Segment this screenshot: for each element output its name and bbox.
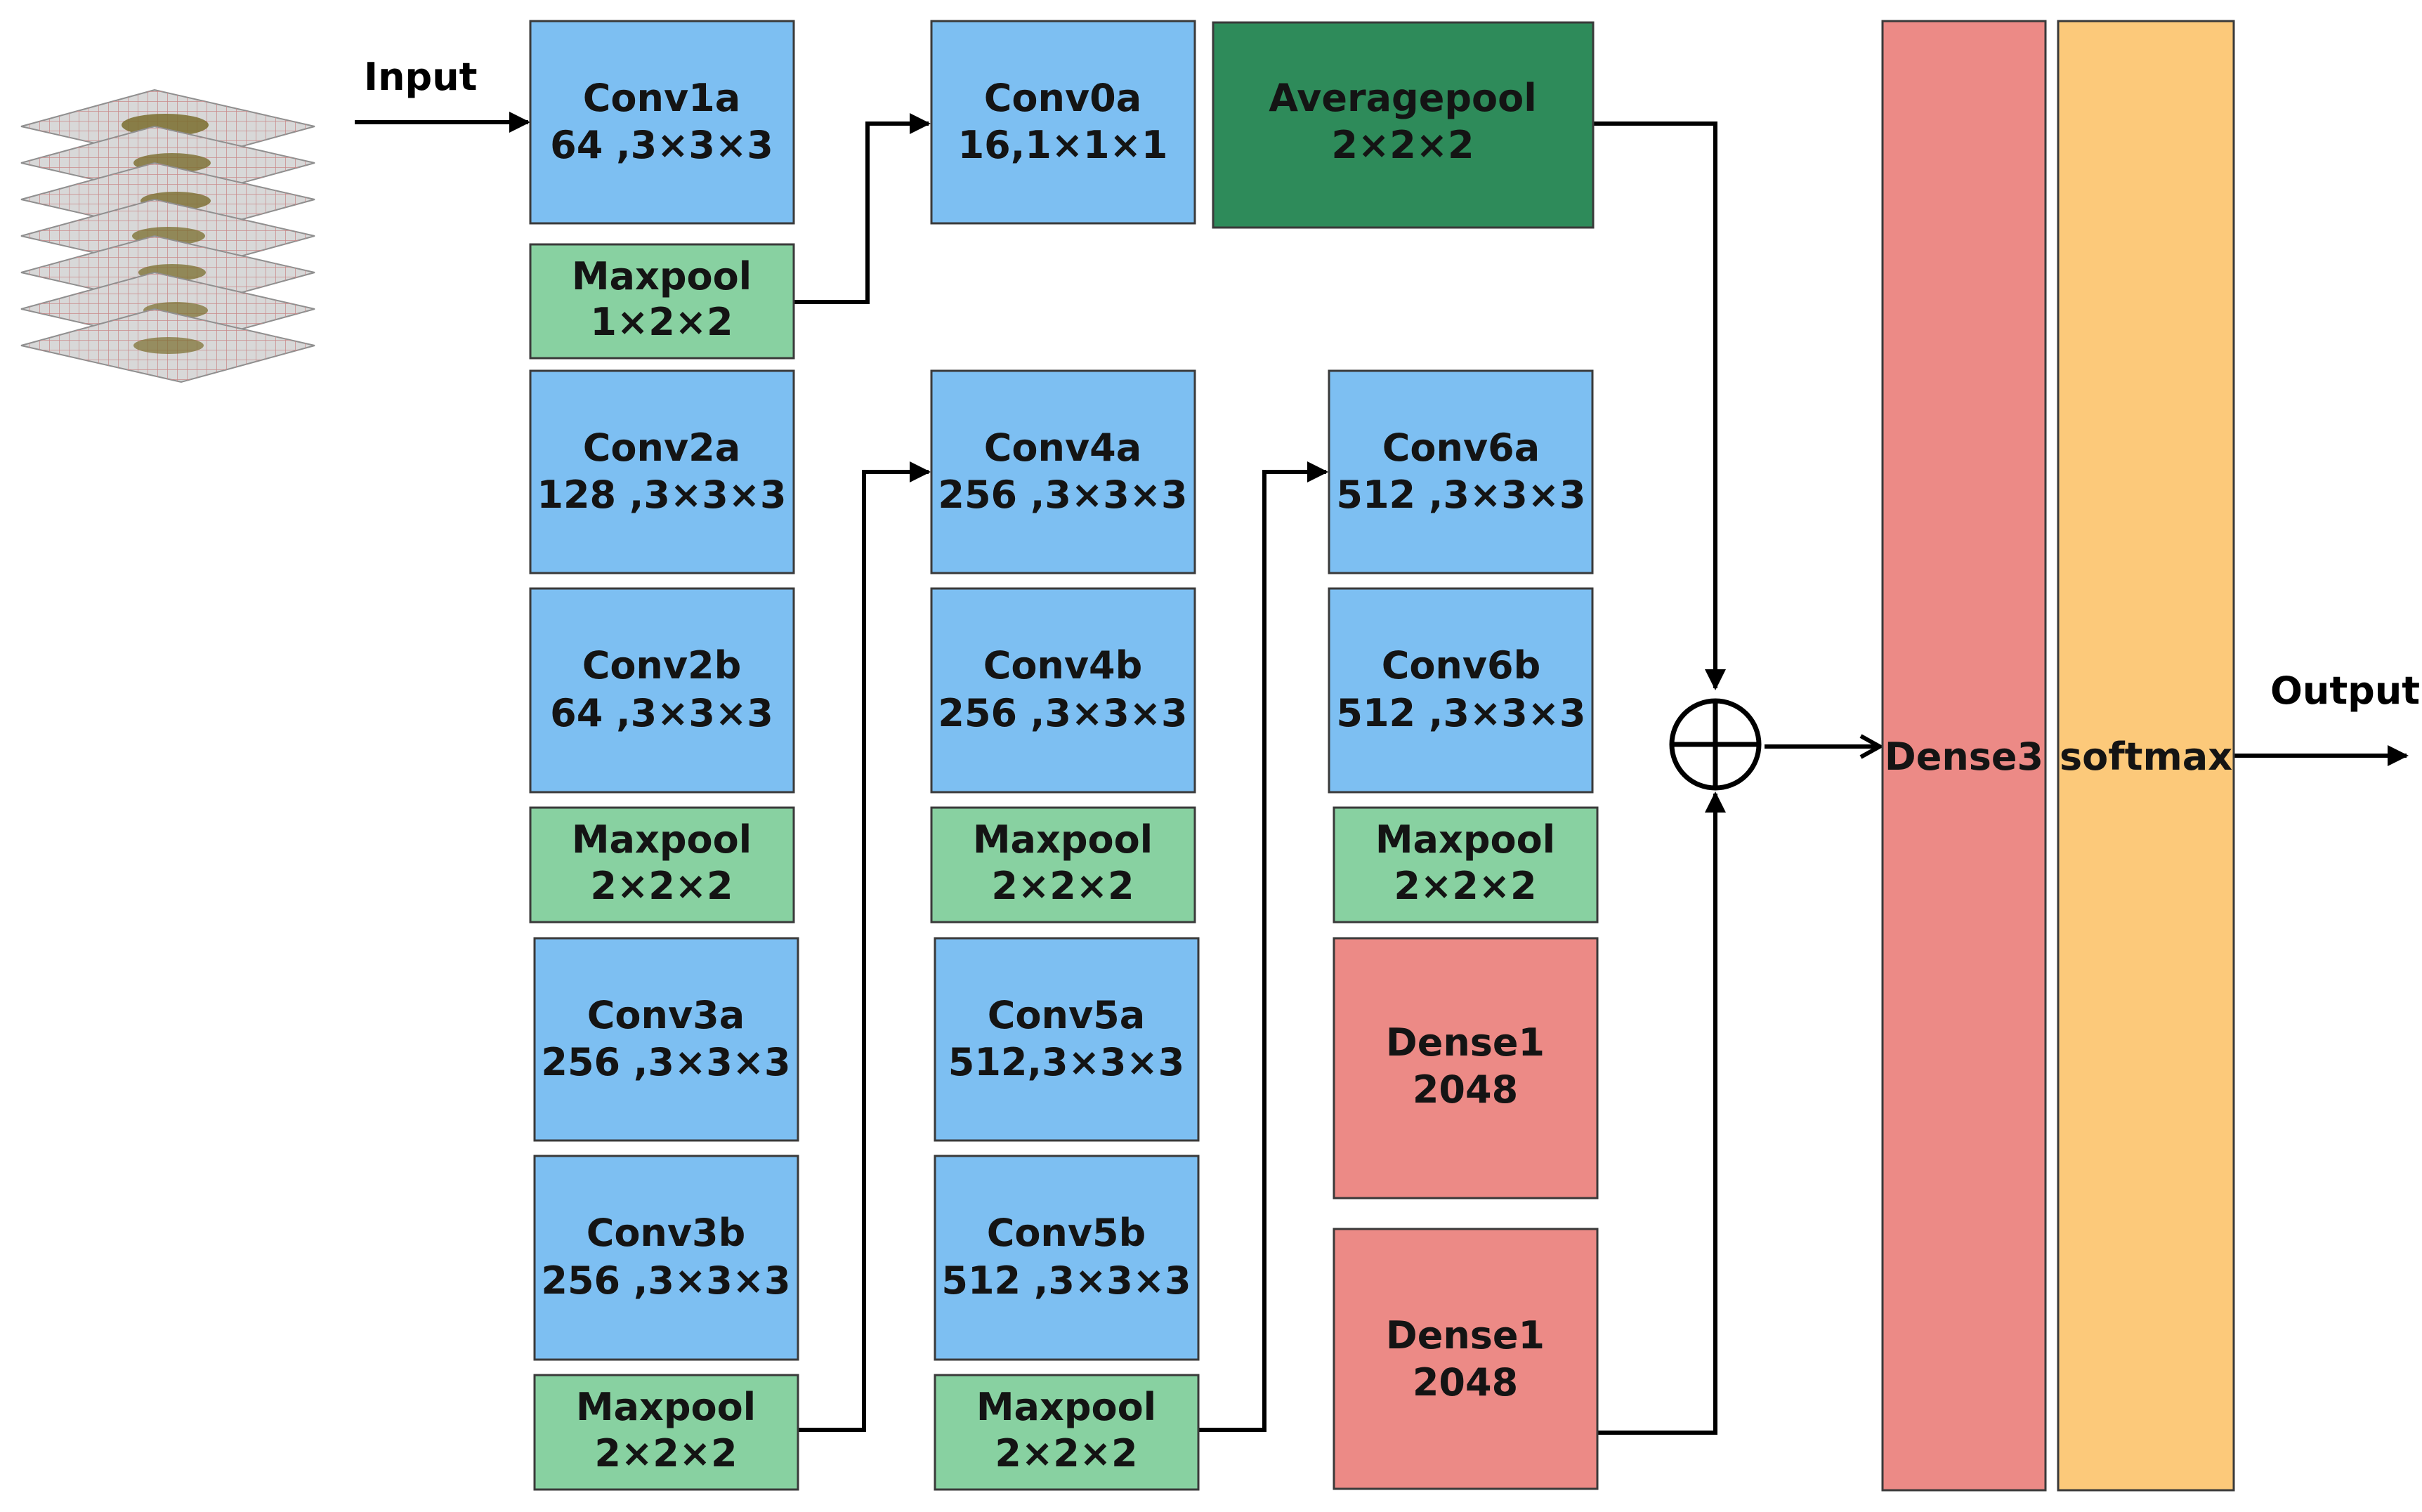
block-name: Maxpool [572,817,752,862]
block-name: Conv1a [583,76,740,120]
block-params: 64 ,3×3×3 [550,691,773,735]
block-params: 256 ,3×3×3 [938,473,1187,517]
block-params: 2×2×2 [590,864,733,908]
maxpool3-block: Maxpool 2×2×2 [533,1374,799,1491]
block-params: 2048 [1413,1360,1518,1405]
averagepool-to-sum-arrow [1593,121,1726,690]
conv1a-block: Conv1a 64 ,3×3×3 [529,20,795,225]
block-params: 128 ,3×3×3 [537,473,786,517]
block-name: Conv0a [984,76,1141,120]
softmax-block: softmax [2057,20,2235,1492]
conv5b-block: Conv5b 512 ,3×3×3 [934,1155,1200,1361]
block-name: Conv4b [983,643,1143,688]
conv0a-block: Conv0a 16,1×1×1 [930,20,1196,225]
block-name: Conv2a [583,426,740,470]
maxpool1-block: Maxpool 1×2×2 [529,243,795,360]
block-params: 2×2×2 [1394,864,1536,908]
input-frame-stack-image [20,88,315,383]
block-name: Dense1 [1386,1020,1545,1065]
block-params: 2×2×2 [991,864,1134,908]
conv6b-block: Conv6b 512 ,3×3×3 [1328,587,1594,794]
block-name: Maxpool [576,1385,756,1429]
block-params: 2×2×2 [1331,123,1474,167]
block-params: 512 ,3×3×3 [1336,473,1585,517]
output-label: Output [2270,669,2420,713]
maxpool4-block: Maxpool 2×2×2 [930,806,1196,923]
dense1-top-block: Dense1 2048 [1333,937,1599,1199]
conv2a-block: Conv2a 128 ,3×3×3 [529,369,795,574]
block-params: 256 ,3×3×3 [541,1040,790,1084]
conv5a-block: Conv5a 512,3×3×3 [934,937,1200,1142]
maxpool6-block: Maxpool 2×2×2 [1333,806,1599,923]
block-name: Conv4a [984,426,1141,470]
conv3b-block: Conv3b 256 ,3×3×3 [533,1155,799,1361]
dense3-block: Dense3 [1881,20,2047,1492]
maxpool2-block: Maxpool 2×2×2 [529,806,795,923]
block-params: 16,1×1×1 [958,123,1168,167]
block-name: Averagepool [1269,76,1536,120]
block-name: Maxpool [976,1385,1156,1429]
block-params: 256 ,3×3×3 [541,1258,790,1303]
input-label: Input [364,55,477,99]
sum-node-icon [1669,698,1762,791]
block-name: Conv3b [587,1211,746,1255]
block-name: Maxpool [572,254,752,298]
block-name: Conv3a [587,993,745,1037]
block-name: Conv6a [1382,426,1540,470]
block-name: Maxpool [973,817,1153,862]
conv4b-block: Conv4b 256 ,3×3×3 [930,587,1196,794]
conv2b-block: Conv2b 64 ,3×3×3 [529,587,795,794]
conv6a-block: Conv6a 512 ,3×3×3 [1328,369,1594,574]
averagepool-block: Averagepool 2×2×2 [1212,21,1595,229]
block-name: Conv5a [988,993,1145,1037]
dense1-to-sum-arrow [1597,791,1726,1435]
block-params: 256 ,3×3×3 [938,691,1187,735]
block-params: 2048 [1413,1067,1518,1112]
block-params: 2×2×2 [594,1431,737,1475]
block-name: Maxpool [1375,817,1555,862]
block-name: Dense3 [1885,735,2043,779]
maxpool5-to-conv6a-arrow [1198,461,1328,1432]
block-name: Dense1 [1386,1313,1545,1357]
block-name: Conv5b [987,1211,1146,1255]
block-name: softmax [2060,735,2232,779]
maxpool3-to-conv4a-arrow [798,461,931,1432]
block-name: Conv2b [582,643,742,688]
block-params: 64 ,3×3×3 [550,123,773,167]
maxpool5-block: Maxpool 2×2×2 [934,1374,1200,1491]
block-params: 512 ,3×3×3 [1336,691,1585,735]
block-params: 1×2×2 [590,300,733,344]
block-params: 512,3×3×3 [948,1040,1184,1084]
dense1-bottom-block: Dense1 2048 [1333,1228,1599,1490]
block-params: 512 ,3×3×3 [941,1258,1191,1303]
maxpool1-to-conv0a-arrow [794,113,931,304]
block-params: 2×2×2 [995,1431,1137,1475]
conv3a-block: Conv3a 256 ,3×3×3 [533,937,799,1142]
conv4a-block: Conv4a 256 ,3×3×3 [930,369,1196,574]
block-name: Conv6b [1382,643,1541,688]
